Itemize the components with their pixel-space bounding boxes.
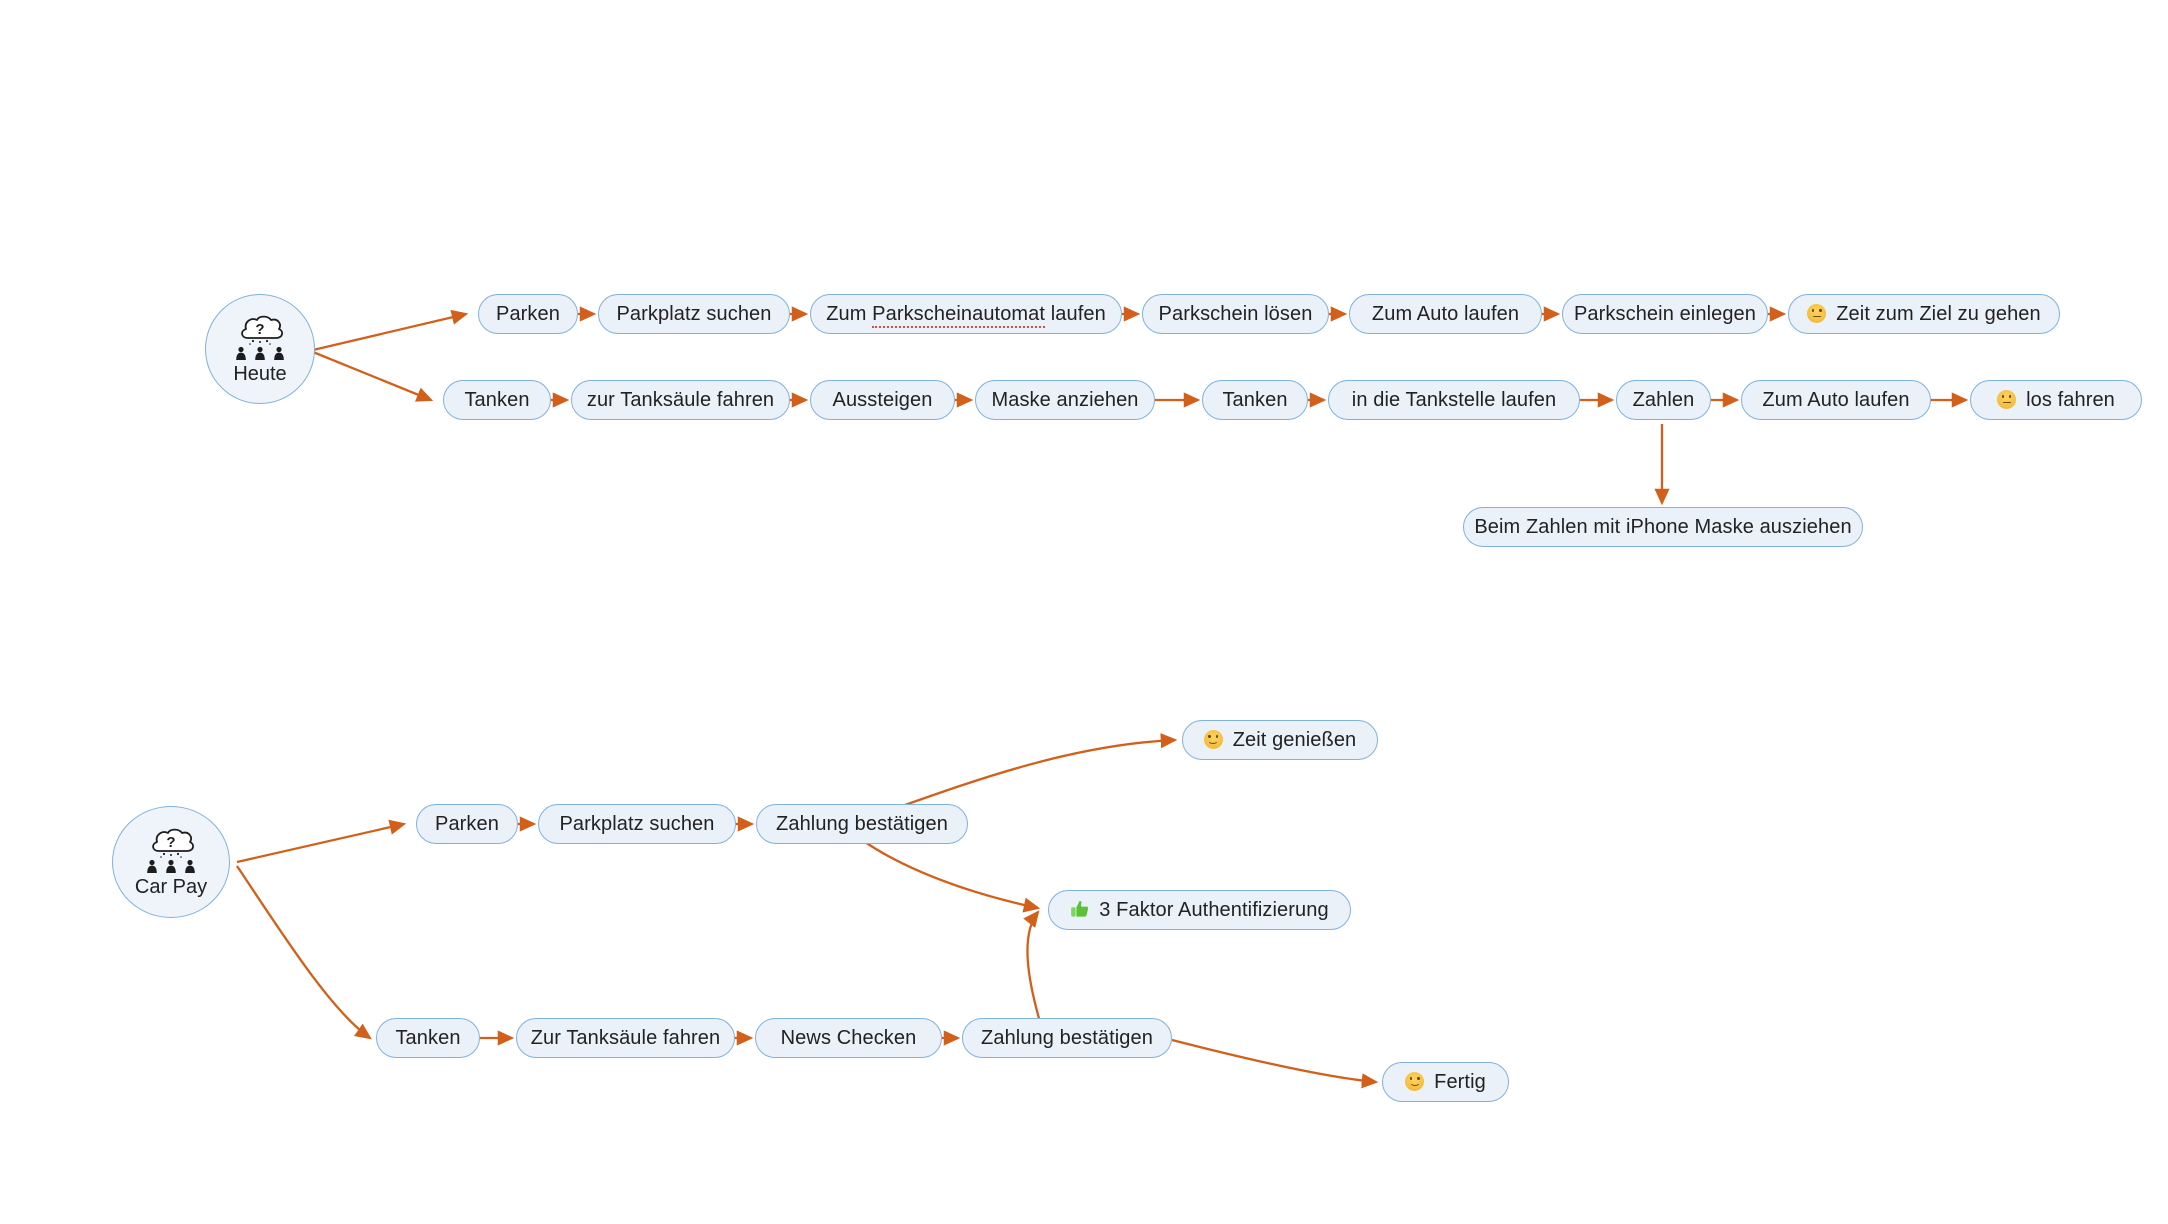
- thumbs-up-icon: [1070, 900, 1090, 918]
- node-beim-zahlen-mit-iphone-maske-ausziehen[interactable]: Beim Zahlen mit iPhone Maske ausziehen: [1463, 507, 1863, 547]
- root-label-heute: Heute: [233, 362, 287, 385]
- node-label: Beim Zahlen mit iPhone Maske ausziehen: [1474, 516, 1852, 538]
- smiling-face-icon: [1405, 1071, 1425, 1091]
- edge-zb2-3faktor: [1023, 910, 1042, 1023]
- node-label: Parkplatz suchen: [616, 303, 772, 325]
- node-label: Zahlung bestätigen: [776, 813, 948, 835]
- node-cp-news-checken[interactable]: News Checken: [755, 1018, 942, 1058]
- node-parkplatz-suchen-1[interactable]: Parkplatz suchen: [598, 294, 790, 334]
- node-label: Parken: [496, 303, 560, 325]
- node-label: Zahlen: [1632, 389, 1695, 411]
- node-zur-tanksaeule-fahren-1[interactable]: zur Tanksäule fahren: [571, 380, 790, 420]
- node-tanken-1[interactable]: Tanken: [443, 380, 551, 420]
- node-label: Aussteigen: [832, 389, 933, 411]
- node-cp-parkplatz-suchen[interactable]: Parkplatz suchen: [538, 804, 736, 844]
- edge-heute-parken: [312, 309, 469, 352]
- node-label: in die Tankstelle laufen: [1351, 389, 1557, 411]
- edge-carpay-parken: [236, 819, 407, 864]
- node-label: Tanken: [1222, 389, 1288, 411]
- node-zum-auto-laufen-1[interactable]: Zum Auto laufen: [1349, 294, 1542, 334]
- node-label: Zur Tanksäule fahren: [530, 1027, 721, 1049]
- node-label: Fertig: [1434, 1071, 1486, 1093]
- node-label: los fahren: [2026, 389, 2115, 411]
- node-label: Maske anziehen: [991, 389, 1139, 411]
- svg-text:?: ?: [166, 834, 175, 851]
- node-parken-1[interactable]: Parken: [478, 294, 578, 334]
- node-parkschein-loesen[interactable]: Parkschein lösen: [1142, 294, 1329, 334]
- svg-text:?: ?: [255, 321, 264, 338]
- node-label: Zeit genießen: [1232, 729, 1357, 751]
- node-zum-auto-laufen-2[interactable]: Zum Auto laufen: [1741, 380, 1931, 420]
- node-los-fahren[interactable]: los fahren: [1970, 380, 2142, 420]
- thought-cloud-question-people-icon: ?: [229, 315, 291, 361]
- node-label: Zum Parkscheinautomat laufen: [826, 303, 1106, 328]
- root-node-heute[interactable]: ? Heute: [205, 294, 315, 404]
- edge-carpay-tanken: [236, 865, 372, 1040]
- node-label: Zahlung bestätigen: [981, 1027, 1153, 1049]
- node-label: Zeit zum Ziel zu gehen: [1836, 303, 2041, 325]
- node-zum-parkscheinautomat-laufen[interactable]: Zum Parkscheinautomat laufen: [810, 294, 1122, 334]
- root-label-car-pay: Car Pay: [134, 875, 208, 898]
- node-zeit-zum-ziel-zu-gehen[interactable]: Zeit zum Ziel zu gehen: [1788, 294, 2060, 334]
- neutral-face-icon: [1807, 303, 1827, 323]
- root-node-car-pay[interactable]: ? Car Pay: [112, 806, 230, 918]
- smiling-face-icon: [1203, 729, 1223, 749]
- neutral-face-icon: [1997, 389, 2017, 409]
- node-cp-zahlung-bestaetigen-parken[interactable]: Zahlung bestätigen: [756, 804, 968, 844]
- node-label: News Checken: [780, 1027, 917, 1049]
- node-label: Parkschein lösen: [1158, 303, 1313, 325]
- node-label: Parkschein einlegen: [1573, 303, 1757, 325]
- node-label: Parkplatz suchen: [559, 813, 715, 835]
- node-label: Tanken: [464, 389, 530, 411]
- edge-zb2-fertig: [1171, 1038, 1379, 1089]
- node-label: Parken: [435, 813, 499, 835]
- node-cp-zahlung-bestaetigen-tanken[interactable]: Zahlung bestätigen: [962, 1018, 1172, 1058]
- node-aussteigen[interactable]: Aussteigen: [810, 380, 955, 420]
- node-cp-tanken[interactable]: Tanken: [376, 1018, 480, 1058]
- node-label: 3 Faktor Authentifizierung: [1099, 899, 1329, 921]
- node-cp-zur-tanksaeule-fahren[interactable]: Zur Tanksäule fahren: [516, 1018, 735, 1058]
- edge-zb1-3faktor: [861, 839, 1041, 913]
- node-in-die-tankstelle-laufen[interactable]: in die Tankstelle laufen: [1328, 380, 1580, 420]
- node-fertig[interactable]: Fertig: [1382, 1062, 1509, 1102]
- node-label: Zum Auto laufen: [1371, 303, 1520, 325]
- node-label: Tanken: [395, 1027, 461, 1049]
- node-label: Zum Auto laufen: [1762, 389, 1910, 411]
- node-parkschein-einlegen[interactable]: Parkschein einlegen: [1562, 294, 1768, 334]
- node-3-faktor-authentifizierung[interactable]: 3 Faktor Authentifizierung: [1048, 890, 1351, 930]
- node-tanken-2[interactable]: Tanken: [1202, 380, 1308, 420]
- node-label: zur Tanksäule fahren: [586, 389, 775, 411]
- node-zeit-geniessen[interactable]: Zeit genießen: [1182, 720, 1378, 760]
- node-zahlen[interactable]: Zahlen: [1616, 380, 1711, 420]
- edge-heute-tanken: [312, 350, 434, 402]
- spellcheck-word: Parkscheinautomat: [872, 303, 1046, 328]
- node-cp-parken[interactable]: Parken: [416, 804, 518, 844]
- thought-cloud-question-people-icon: ?: [140, 828, 202, 874]
- node-maske-anziehen[interactable]: Maske anziehen: [975, 380, 1155, 420]
